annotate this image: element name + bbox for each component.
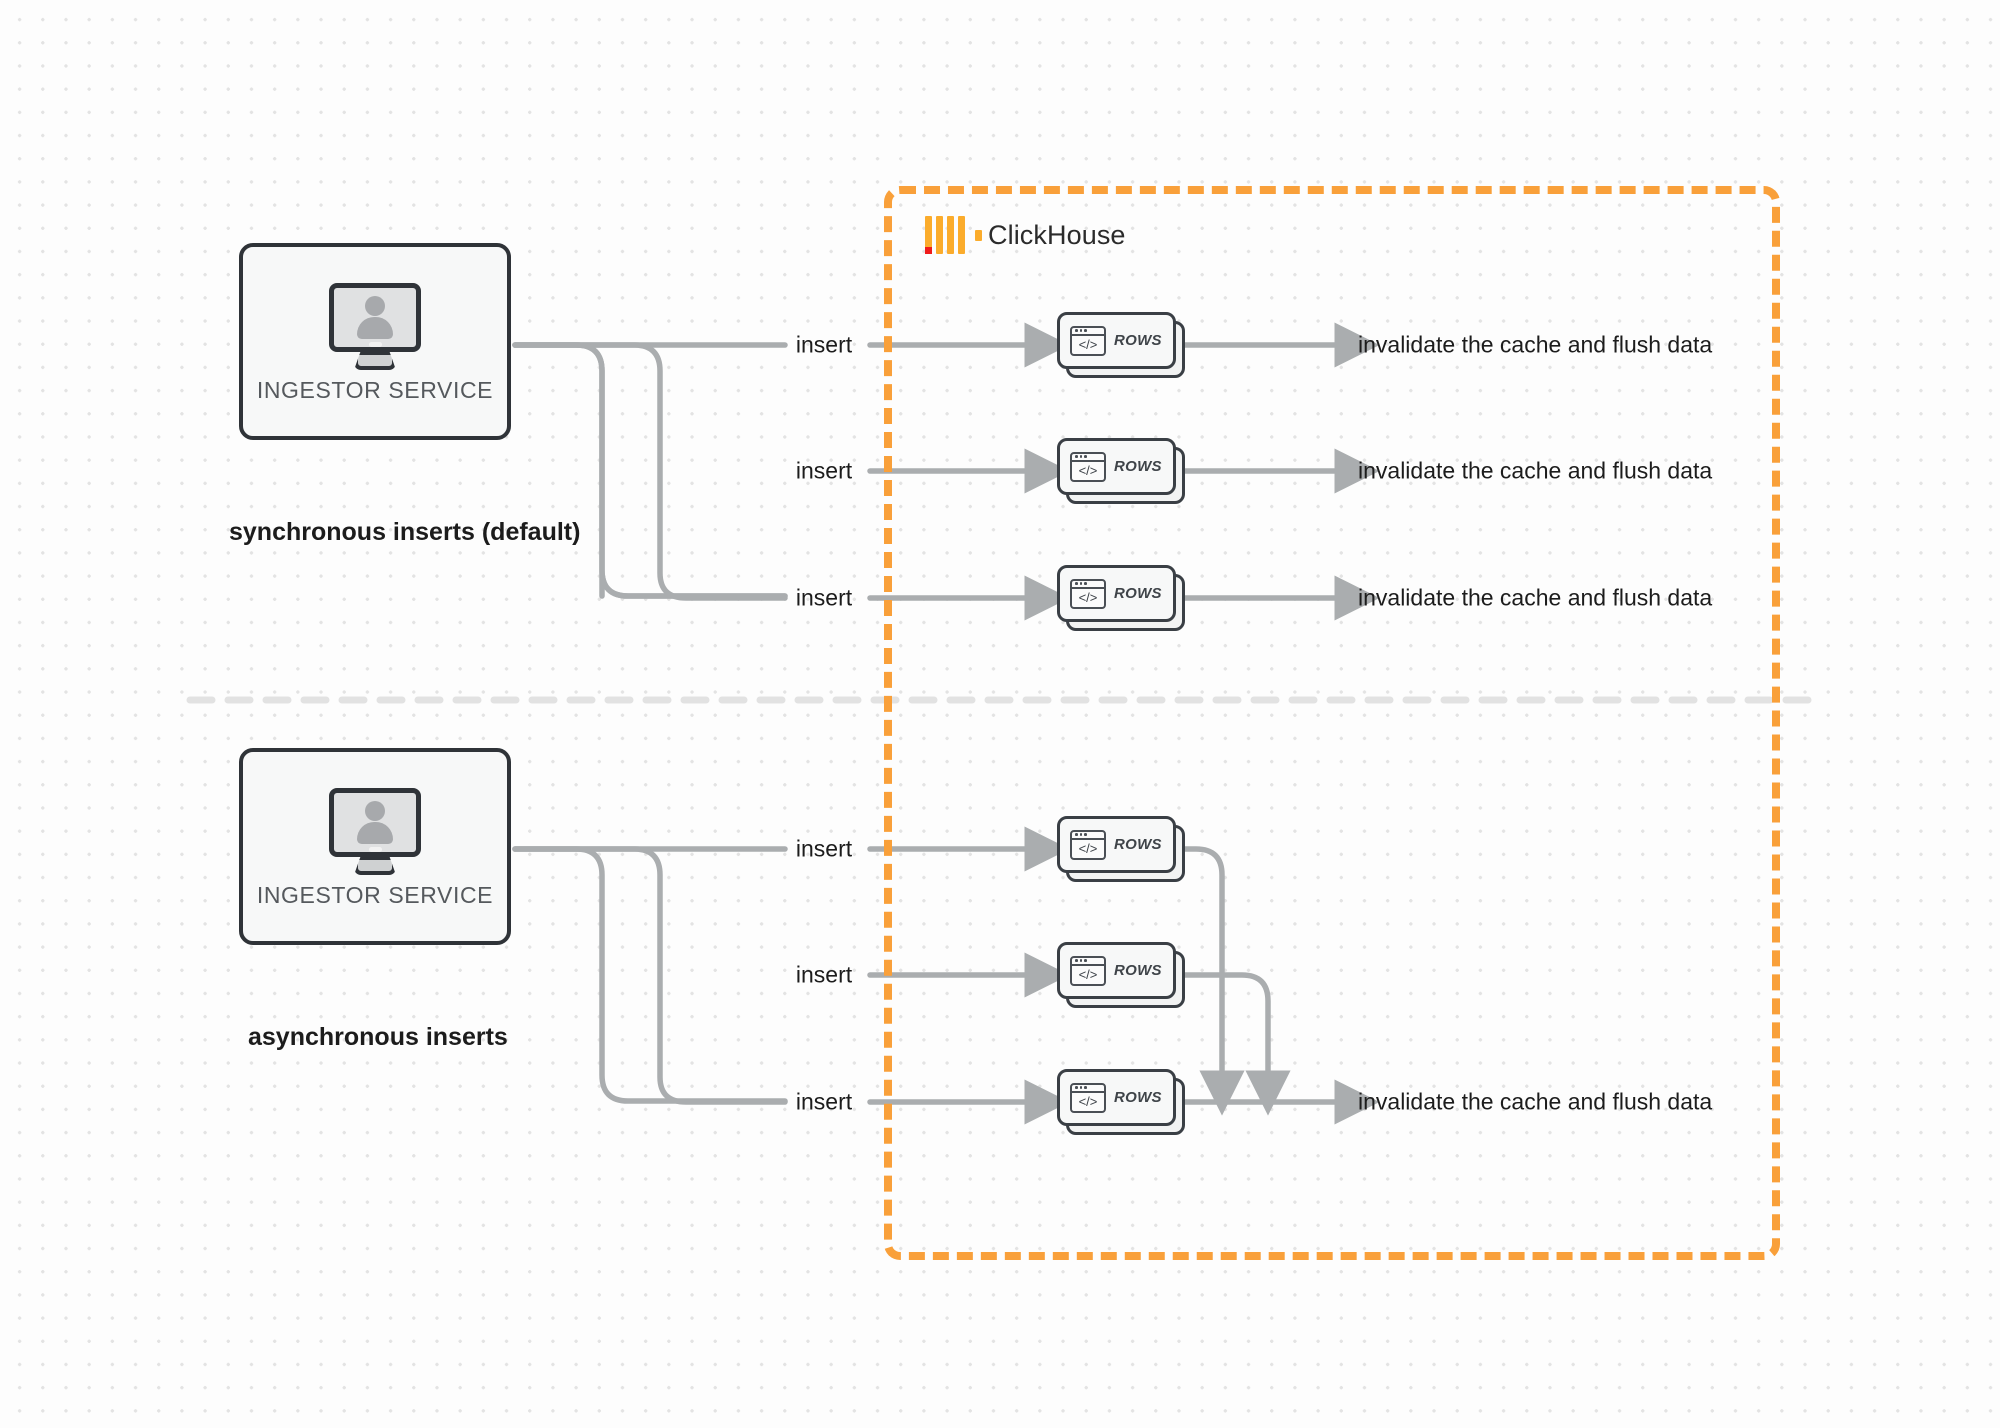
result-label-sync-1: invalidate the cache and flush data xyxy=(1358,331,1713,358)
ingestor-service-async[interactable]: INGESTOR SERVICE xyxy=(239,748,511,945)
insert-label-sync-1: insert xyxy=(795,331,853,358)
code-window-icon: </> xyxy=(1070,578,1106,609)
code-window-icon: </> xyxy=(1070,955,1106,986)
rows-card-label-async-2: ROWS xyxy=(1114,962,1162,979)
rows-card-sync-1[interactable]: </> ROWS xyxy=(1057,312,1185,378)
clickhouse-logo-icon xyxy=(925,216,982,254)
rows-card-front-sync-1: </> ROWS xyxy=(1057,312,1176,369)
result-label-sync-3: invalidate the cache and flush data xyxy=(1358,584,1713,611)
ingestor-service-sync[interactable]: INGESTOR SERVICE xyxy=(239,243,511,440)
ingestor-service-label-async: INGESTOR SERVICE xyxy=(256,882,494,908)
rows-card-async-3[interactable]: </> ROWS xyxy=(1057,1069,1185,1135)
insert-label-async-2: insert xyxy=(795,961,853,988)
clickhouse-boundary xyxy=(884,186,1780,1260)
rows-card-front-sync-3: </> ROWS xyxy=(1057,565,1176,622)
rows-card-front-async-2: </> ROWS xyxy=(1057,942,1176,999)
rows-card-sync-2[interactable]: </> ROWS xyxy=(1057,438,1185,504)
result-label-async-merged: invalidate the cache and flush data xyxy=(1358,1088,1713,1115)
rows-card-label-async-1: ROWS xyxy=(1114,836,1162,853)
rows-card-label-sync-3: ROWS xyxy=(1114,585,1162,602)
rows-card-front-sync-2: </> ROWS xyxy=(1057,438,1176,495)
code-window-icon: </> xyxy=(1070,325,1106,356)
rows-card-sync-3[interactable]: </> ROWS xyxy=(1057,565,1185,631)
rows-card-front-async-3: </> ROWS xyxy=(1057,1069,1176,1126)
code-window-icon: </> xyxy=(1070,829,1106,860)
monitor-user-icon xyxy=(329,784,421,876)
rows-card-async-1[interactable]: </> ROWS xyxy=(1057,816,1185,882)
clickhouse-title: ClickHouse xyxy=(988,219,1126,250)
result-label-sync-2: invalidate the cache and flush data xyxy=(1358,457,1713,484)
code-window-icon: </> xyxy=(1070,1082,1106,1113)
monitor-user-icon xyxy=(329,279,421,371)
insert-label-async-1: insert xyxy=(795,835,853,862)
ingestor-service-label-sync: INGESTOR SERVICE xyxy=(256,377,494,403)
rows-card-front-async-1: </> ROWS xyxy=(1057,816,1176,873)
insert-label-sync-3: insert xyxy=(795,584,853,611)
section-caption-async: asynchronous inserts xyxy=(248,1023,508,1051)
rows-card-label-sync-1: ROWS xyxy=(1114,332,1162,349)
rows-card-label-async-3: ROWS xyxy=(1114,1089,1162,1106)
insert-label-sync-2: insert xyxy=(795,457,853,484)
code-window-icon: </> xyxy=(1070,451,1106,482)
insert-label-async-3: insert xyxy=(795,1088,853,1115)
section-caption-sync: synchronous inserts (default) xyxy=(229,518,581,546)
rows-card-async-2[interactable]: </> ROWS xyxy=(1057,942,1185,1008)
rows-card-label-sync-2: ROWS xyxy=(1114,458,1162,475)
clickhouse-branding: ClickHouse xyxy=(925,216,1126,254)
